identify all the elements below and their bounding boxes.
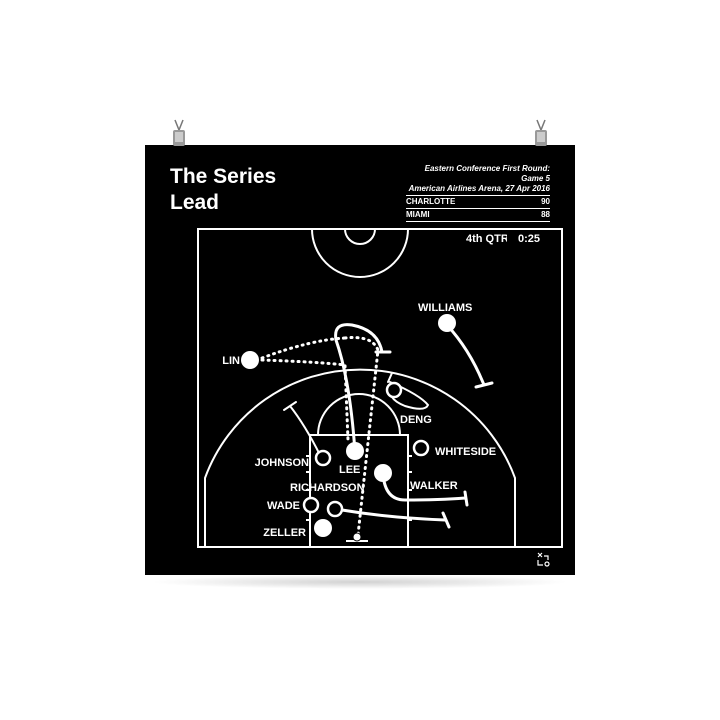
poster-shadow bbox=[150, 575, 570, 589]
label-lee: LEE bbox=[339, 464, 360, 476]
player-lin bbox=[241, 351, 259, 369]
lin-dribble-path bbox=[260, 358, 350, 442]
team-name: CHARLOTTE bbox=[406, 197, 456, 206]
binder-clip-left-icon bbox=[173, 119, 185, 146]
label-johnson: JOHNSON bbox=[255, 457, 309, 469]
player-richardson bbox=[326, 500, 344, 518]
period-label: 4th QTR bbox=[466, 233, 509, 245]
player-zeller bbox=[314, 519, 332, 537]
free-throw-circle bbox=[317, 393, 401, 436]
lee-screen-path bbox=[334, 323, 392, 454]
pass-to-shot-path bbox=[343, 336, 380, 537]
player-johnson bbox=[314, 449, 332, 467]
player-lee bbox=[346, 442, 364, 460]
team-score: 88 bbox=[541, 210, 550, 219]
team-name: MIAMI bbox=[406, 210, 430, 219]
title-line-1: The Series bbox=[170, 165, 277, 188]
clock-box bbox=[507, 232, 553, 245]
game-info: Eastern Conference First Round: Game 5 A… bbox=[406, 164, 550, 222]
williams-cut-path bbox=[445, 323, 494, 389]
player-deng bbox=[385, 381, 403, 399]
label-wade: WADE bbox=[267, 500, 300, 512]
poster-title: The Series Lead bbox=[170, 164, 310, 216]
label-lin: LIN bbox=[222, 355, 240, 367]
richardson-cut-path bbox=[340, 508, 451, 529]
clock-label: 0:25 bbox=[518, 233, 540, 245]
brand-logo-icon bbox=[537, 552, 550, 567]
game-round: Eastern Conference First Round: Game 5 bbox=[424, 164, 550, 183]
player-whiteside bbox=[412, 439, 430, 457]
center-circle bbox=[311, 228, 409, 278]
score-row: CHARLOTTE 90 bbox=[406, 196, 550, 209]
label-richardson: RICHARDSON bbox=[290, 482, 365, 494]
venue-date: American Airlines Arena, 27 Apr 2016 bbox=[406, 184, 550, 196]
basketball-icon bbox=[352, 532, 362, 542]
player-williams bbox=[438, 314, 456, 332]
center-circle-inner bbox=[344, 228, 376, 245]
player-walker bbox=[374, 464, 392, 482]
lin-pass-path-1 bbox=[260, 336, 347, 360]
label-walker: WALKER bbox=[410, 480, 458, 492]
title-line-2: Lead bbox=[170, 191, 220, 214]
walker-cut-path bbox=[381, 472, 469, 507]
player-wade bbox=[302, 496, 320, 514]
label-deng: DENG bbox=[400, 414, 432, 426]
court-boundary bbox=[197, 228, 563, 548]
lane-hash-marks bbox=[306, 455, 412, 521]
label-whiteside: WHITESIDE bbox=[435, 446, 496, 458]
score-row: MIAMI 88 bbox=[406, 209, 550, 222]
three-point-line bbox=[204, 368, 516, 547]
binder-clip-right-icon bbox=[535, 119, 547, 146]
johnson-path bbox=[283, 401, 321, 456]
team-score: 90 bbox=[541, 197, 550, 206]
label-zeller: ZELLER bbox=[263, 527, 306, 539]
label-williams: WILLIAMS bbox=[418, 302, 472, 314]
